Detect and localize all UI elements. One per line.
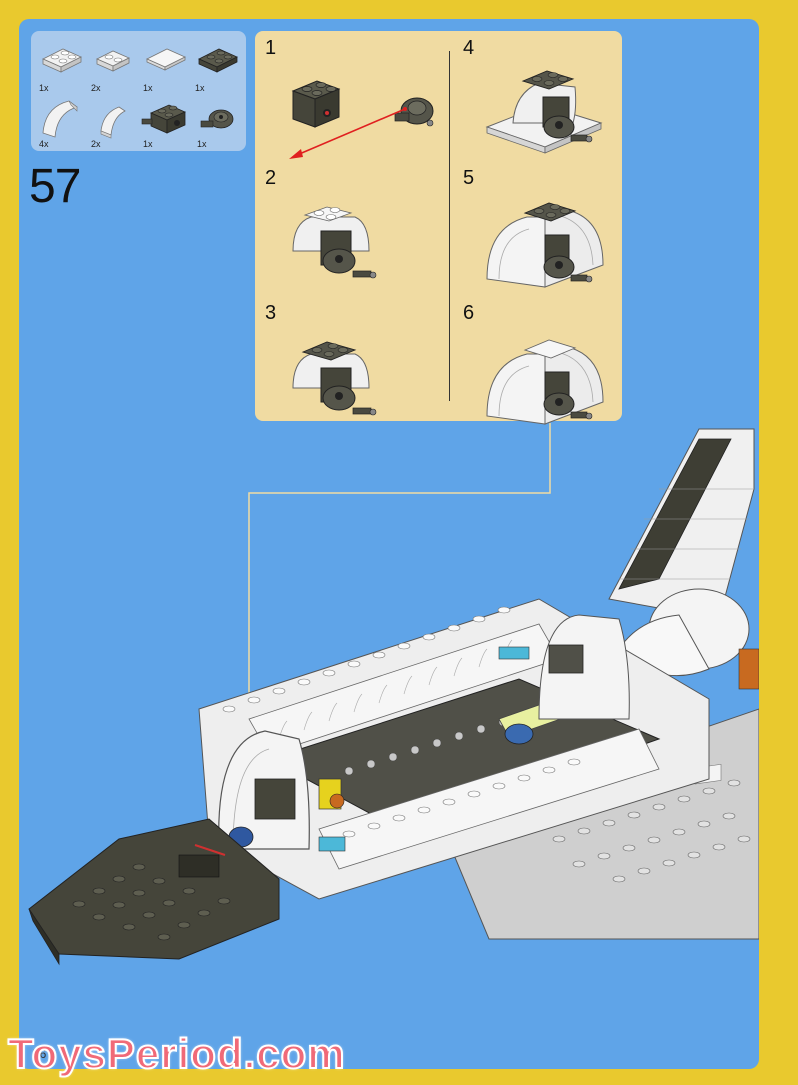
substep-3-illustration bbox=[292, 341, 377, 416]
part-qty: 1x bbox=[197, 139, 207, 149]
substep-1-illustration bbox=[289, 80, 434, 159]
substep-6-illustration bbox=[486, 339, 604, 425]
white-small-slope-icon bbox=[100, 106, 126, 139]
white-tile-2x2-icon bbox=[146, 48, 186, 71]
substep-number: 3 bbox=[265, 302, 277, 324]
white-plate-1x2-icon bbox=[96, 50, 130, 72]
substep-number: 1 bbox=[265, 37, 277, 59]
callout-divider bbox=[449, 51, 450, 401]
watermark: ToysPeriod.com bbox=[7, 1029, 346, 1078]
sub-assembly-callout: 1 2 bbox=[255, 31, 623, 425]
part-item: 1x bbox=[139, 37, 189, 93]
substep-2: 2 bbox=[255, 161, 425, 286]
substep-2-illustration bbox=[292, 206, 377, 279]
page-number: 76 bbox=[33, 1047, 47, 1061]
substep-number: 5 bbox=[463, 167, 475, 189]
part-item: 1x bbox=[191, 37, 241, 93]
substep-number: 6 bbox=[463, 302, 475, 324]
dark-rotation-joint-icon bbox=[200, 109, 234, 129]
substep-4-illustration bbox=[485, 70, 603, 154]
white-curved-slope-icon bbox=[42, 100, 78, 138]
part-qty: 2x bbox=[91, 83, 101, 93]
part-item: 1x bbox=[35, 37, 85, 93]
substep-1: 1 bbox=[255, 31, 434, 159]
parts-list: 1x 2x 1x bbox=[31, 31, 246, 151]
dark-brick-with-pin-icon bbox=[141, 104, 186, 134]
substep-4: 4 bbox=[453, 31, 623, 156]
substep-3: 3 bbox=[255, 296, 425, 421]
part-qty: 1x bbox=[195, 83, 205, 93]
part-qty: 1x bbox=[143, 83, 153, 93]
substep-number: 4 bbox=[463, 37, 475, 59]
dark-plate-2x2-icon bbox=[198, 48, 238, 73]
part-item: 2x bbox=[87, 37, 137, 93]
substep-5: 5 bbox=[453, 161, 623, 288]
part-item: 2x bbox=[87, 93, 137, 149]
part-qty: 1x bbox=[39, 83, 49, 93]
white-plate-2x2-icon bbox=[42, 48, 82, 73]
substep-5-illustration bbox=[486, 202, 604, 288]
substep-number: 2 bbox=[265, 167, 277, 189]
part-item: 1x bbox=[139, 93, 189, 149]
part-qty: 4x bbox=[39, 139, 49, 149]
substep-6: 6 bbox=[453, 296, 623, 425]
part-qty: 1x bbox=[143, 139, 153, 149]
part-qty: 2x bbox=[91, 139, 101, 149]
step-number: 57 bbox=[29, 160, 81, 213]
instruction-page: 1x 2x 1x bbox=[19, 19, 759, 1069]
part-item: 1x bbox=[193, 93, 243, 149]
part-item: 4x bbox=[35, 93, 85, 149]
shuttle-model-illustration bbox=[28, 428, 759, 966]
